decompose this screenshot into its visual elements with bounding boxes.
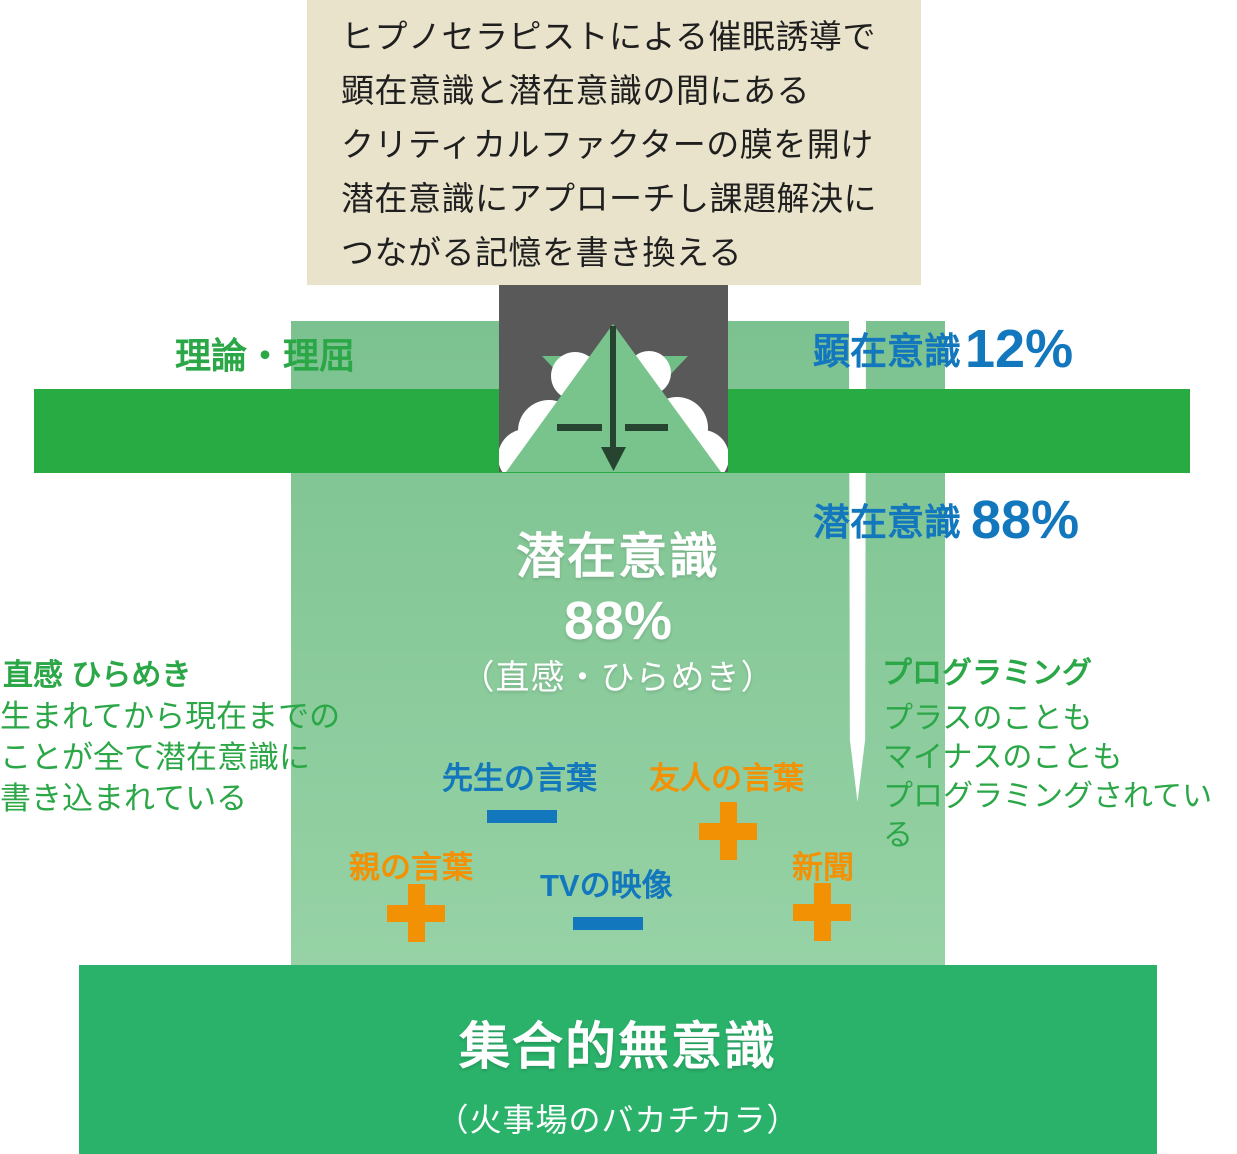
plus-icon xyxy=(793,883,851,941)
subconscious-pct: 88% xyxy=(971,490,1080,550)
collective-subtitle: （火事場のバカチカラ） xyxy=(436,1102,800,1138)
plus-icon xyxy=(387,884,445,942)
programming-line: マイナスのことも xyxy=(883,741,1123,774)
intuition-line: 書き込まれている xyxy=(0,781,248,816)
programming-line: プラスのことも xyxy=(883,702,1093,735)
note-line: つながる記憶を書き換える xyxy=(341,234,743,271)
subconscious-name: 潜在意識 xyxy=(813,502,961,543)
note-line: 顕在意識と潜在意識の間にある xyxy=(341,72,810,109)
programming-title: プログラミング xyxy=(882,657,1092,690)
intuition-text: 生まれてから現在までの ことが全て潜在意識に 書き込まれている xyxy=(0,696,340,819)
intuition-title: 直感 ひらめき xyxy=(3,659,192,692)
subconscious-subtitle: （直感・ひらめき） xyxy=(460,659,776,697)
plus-icon xyxy=(699,802,757,860)
intuition-line: 生まれてから現在までの xyxy=(0,699,341,734)
collective-title: 集合的無意識 xyxy=(458,1018,777,1075)
subconscious-percent-label: 潜在意識 88% xyxy=(813,492,1079,548)
note-line: ヒプノセラピストによる催眠誘導で xyxy=(341,18,877,55)
programming-line: プログラミングされている xyxy=(883,780,1213,852)
influence-newspaper: 新聞 xyxy=(792,850,854,885)
note-line: クリティカルファクターの膜を開け xyxy=(341,126,874,163)
conscious-pct: 12% xyxy=(965,319,1074,379)
note-line: 潜在意識にアプローチし課題解決に xyxy=(341,180,877,217)
hypnosis-note-box: ヒプノセラピストによる催眠誘導で 顕在意識と潜在意識の間にある クリティカルファ… xyxy=(307,0,921,285)
logic-label: 理論・理屈 xyxy=(175,335,356,376)
influence-teacher-words: 先生の言葉 xyxy=(442,761,597,796)
influence-friend-words: 友人の言葉 xyxy=(649,761,804,796)
hypnosis-funnel-icon xyxy=(499,324,728,472)
programming-text: プラスのことも マイナスのことも プログラミングされている xyxy=(883,699,1237,855)
intuition-line: ことが全て潜在意識に xyxy=(0,740,310,775)
influence-parent-words: 親の言葉 xyxy=(349,850,473,885)
minus-icon xyxy=(487,810,557,823)
subconscious-center-text: 潜在意識 88% （直感・ひらめき） xyxy=(291,526,945,702)
subconscious-percent: 88% xyxy=(563,591,673,651)
collective-unconscious-box: 集合的無意識 （火事場のバカチカラ） xyxy=(79,965,1157,1154)
subconscious-title: 潜在意識 xyxy=(515,530,720,584)
minus-icon xyxy=(573,917,643,930)
conscious-percent-label: 顕在意識 12% xyxy=(813,321,1073,377)
conscious-name: 顕在意識 xyxy=(813,331,961,372)
influence-tv-images: TVの映像 xyxy=(540,868,673,903)
hypnosis-induction-box xyxy=(499,285,728,472)
